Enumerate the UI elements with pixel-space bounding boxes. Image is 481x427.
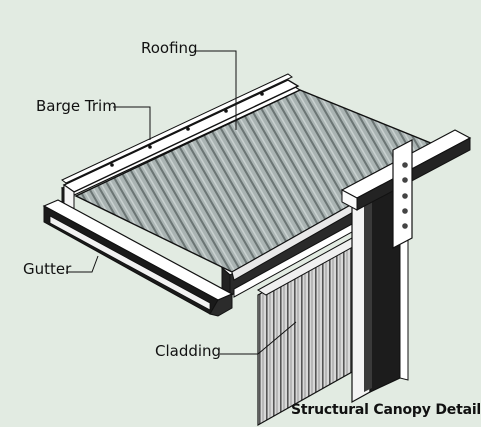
connection-plate bbox=[392, 139, 413, 249]
cladding-label: Cladding bbox=[155, 342, 222, 360]
leader-lines bbox=[66, 50, 297, 355]
barge-trim bbox=[61, 73, 300, 213]
gutter-label: Gutter bbox=[23, 260, 72, 278]
gutter bbox=[42, 199, 234, 317]
steel-column bbox=[351, 170, 409, 404]
roofing-label: Roofing bbox=[141, 39, 198, 57]
barge-trim-label: Barge Trim bbox=[36, 97, 117, 115]
figure-caption: Structural Canopy Details bbox=[291, 402, 481, 418]
